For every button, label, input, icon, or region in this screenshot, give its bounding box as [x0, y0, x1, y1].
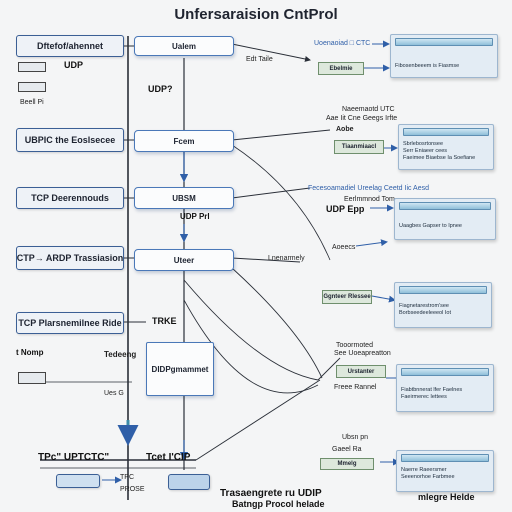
center-box-3: UBSM — [134, 187, 234, 209]
center-box-4: Uteer — [134, 249, 234, 271]
bottom-prose-label: PROSE — [120, 486, 145, 493]
right-chip-5: Ggnteer Rlessee — [322, 290, 372, 304]
panel-header-bar — [399, 202, 491, 210]
right-label-2d: Aobe — [336, 126, 354, 133]
right-label-4: Aoeecs — [332, 244, 356, 251]
right-panel-5: Fiabtbnnerat lfer Faelnes Faeirmerec Iet… — [396, 364, 494, 412]
panel-text: Fiabtbnnerat lfer Faelnes Faeirmerec Iet… — [401, 387, 463, 400]
bottom-caption-line1: Trasaengrete ru UDIP — [220, 488, 322, 499]
center-box-2: Fcem — [134, 130, 234, 152]
panel-header-bar — [403, 128, 489, 136]
left-ues-label: Ues G — [104, 390, 124, 397]
center-udpprl-label: UDP Prl — [180, 212, 210, 221]
right-label-3c: UDP Epp — [326, 204, 365, 214]
center-edt-label: Edt Taile — [246, 56, 273, 63]
right-label-2: Naeemaotd UTC — [342, 106, 395, 113]
device-icon — [18, 372, 46, 384]
center-lnenarmely-label: Lnenarmely — [268, 255, 305, 262]
right-panel-4: Fiagnetarestrom'see Borbseedeeleeeol Iot — [394, 282, 492, 328]
right-panel-3: Uaagbes Gapser to Ipnee — [394, 198, 496, 240]
panel-header-bar — [399, 286, 487, 294]
bottom-caption-right: mlegre Helde — [418, 492, 475, 502]
center-udp-label: UDP? — [148, 84, 173, 94]
center-box-1: Ualem — [134, 36, 234, 56]
right-label-7b: Gaeel Ra — [332, 446, 362, 453]
left-box-3: TCP Deerennouds — [16, 187, 124, 209]
center-bottom-label: Tcet I'CIP — [146, 452, 191, 463]
left-beel-label: Beell Pi — [20, 99, 44, 106]
bottom-left-label: TPc" UPTCTC" — [38, 452, 110, 463]
bottom-left-block — [56, 474, 100, 488]
right-label-3: Fecesoamadiel Ureelag Ceetd Iic Aesd — [308, 185, 430, 192]
panel-header-bar — [401, 454, 489, 462]
device-icon — [18, 82, 46, 92]
panel-header-bar — [395, 38, 493, 46]
panel-text: Uaagbes Gapser to Ipnee — [399, 223, 462, 229]
right-chip-6: Urstanter — [336, 365, 386, 378]
right-label-3b: Eerlmmnod Tom — [344, 196, 395, 203]
right-panel-6: Naerre Raeersmer Seeenorhoe Farbmee — [396, 450, 494, 492]
left-box-2: UBPIC the Eoslsecee — [16, 128, 124, 152]
right-panel-2: Sbrlebosrtonsee Serr Eniaeer cees Faeime… — [398, 124, 494, 170]
center-trke-label: TRKE — [152, 316, 177, 326]
panel-text: Naerre Raeersmer Seeenorhoe Farbmee — [401, 467, 455, 480]
panel-text: Fibosenbeeem is Fiasmse — [395, 63, 460, 69]
right-label-6c: Freee Rannel — [334, 384, 377, 391]
bottom-caption-line2: Batngp Procol helade — [232, 499, 325, 509]
device-icon — [18, 62, 46, 72]
left-box-1: Dftefof/ahennet — [16, 35, 124, 57]
right-label-6b: See Uoeapreatton — [334, 350, 391, 357]
right-label-2b: Aae Iit Cne Geegs Irfte — [326, 115, 398, 122]
left-udp-label: UDP — [64, 60, 84, 70]
left-nomp-label: t Nomp — [16, 348, 44, 357]
bottom-tpc-label: TPC — [120, 474, 134, 481]
left-box-5: TCP Plarsnemilnee Ride — [16, 312, 124, 334]
diagram-title: Unfersaraision CntProl — [174, 6, 338, 23]
panel-text: Sbrlebosrtonsee Serr Eniaeer cees Faeime… — [403, 141, 476, 161]
panel-header-bar — [401, 368, 489, 376]
right-chip-1: Ebelmie — [318, 62, 364, 75]
right-label-1: Uoenaoiad □ CTC — [314, 40, 371, 47]
right-label-7: Ubsn pn — [342, 434, 369, 441]
center-bottom-block — [168, 474, 210, 490]
right-chip-7: Mmelg — [320, 458, 374, 470]
right-chip-2: Tiaanmiaacl — [334, 140, 384, 154]
center-box-5: DIDPgmammet — [146, 342, 214, 396]
left-box-4: CTP→ ARDP Trassiasion — [16, 246, 124, 270]
right-panel-1: Fibosenbeeem is Fiasmse — [390, 34, 498, 78]
center-tedg-label: Tedeeng — [104, 350, 137, 359]
panel-text: Fiagnetarestrom'see Borbseedeeleeeol Iot — [399, 303, 451, 316]
right-label-6a: Tooormoted — [336, 342, 373, 349]
